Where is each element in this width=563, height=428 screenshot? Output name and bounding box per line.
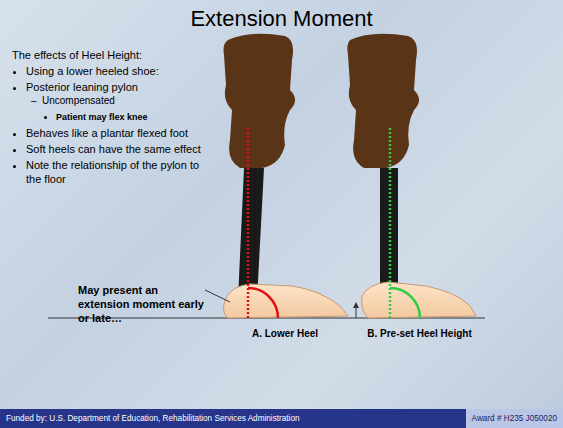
sub-sub-bullets: Patient may flex knee <box>42 110 207 124</box>
bullet-item: Using a lower heeled shoe: <box>26 64 207 78</box>
bullets: Using a lower heeled shoe: Posterior lean… <box>12 64 207 186</box>
prosthesis-b <box>347 34 476 318</box>
bullet-item: Soft heels can have the same effect <box>26 142 207 156</box>
funding-text: Funded by: U.S. Department of Education,… <box>0 409 466 428</box>
sub-bullets: UncompensatedPatient may flex knee <box>26 94 207 124</box>
bullet-item: Uncompensated <box>42 94 207 108</box>
bullet-item: Note the relationship of the pylon to th… <box>26 158 207 186</box>
figure-label: A. Lower Heel <box>240 327 330 341</box>
callout-note: May present an extension moment early or… <box>78 283 208 325</box>
leader-line <box>205 290 230 302</box>
bullet-item: Patient may flex knee <box>56 110 207 124</box>
bullet-list: The effects of Heel Height: Using a lower… <box>12 48 207 188</box>
intro-text: The effects of Heel Height: <box>12 48 207 62</box>
bullet-item: Posterior leaning pylonUncompensatedPati… <box>26 80 207 124</box>
footer-band: Funded by: U.S. Department of Education,… <box>0 409 563 428</box>
bullet-item: Behaves like a plantar flexed foot <box>26 126 207 140</box>
slide-title: Extension Moment <box>0 6 563 32</box>
figure-label: B. Pre-set Heel Height <box>352 327 487 341</box>
prosthesis-a <box>223 34 348 318</box>
award-text: Award # H235 J050020 <box>466 409 563 428</box>
